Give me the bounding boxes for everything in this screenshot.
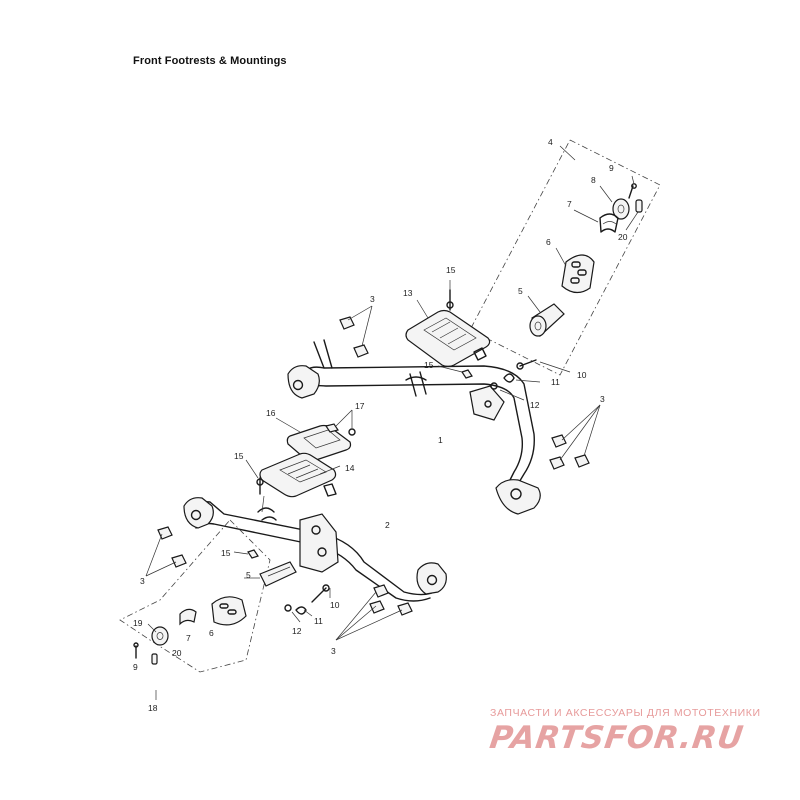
callout-3: 3 — [140, 576, 145, 586]
bolts-3-lower-right — [335, 584, 413, 641]
assembly-4-box — [469, 139, 661, 376]
footrest-assembly-upper — [527, 175, 643, 338]
hardware-upper-mid — [437, 359, 571, 401]
callout-11: 11 — [314, 616, 323, 626]
callout-1: 1 — [438, 435, 443, 445]
heel-plate-13 — [405, 280, 491, 368]
callout-4: 4 — [548, 137, 553, 147]
callout-10: 10 — [577, 370, 587, 380]
callout-18: 18 — [148, 703, 158, 713]
callout-11: 11 — [551, 377, 560, 387]
callout-12: 12 — [292, 626, 302, 636]
footrest-bar-2 — [183, 495, 447, 602]
callout-3: 3 — [331, 646, 336, 656]
callout-19: 19 — [133, 618, 143, 628]
bolts-3-upper-left — [339, 305, 373, 358]
diagram-title: Front Footrests & Mountings — [133, 55, 287, 67]
callout-16: 16 — [266, 408, 276, 418]
hardware-lower-mid — [233, 549, 331, 623]
callout-6: 6 — [546, 237, 551, 247]
callout-7: 7 — [567, 199, 572, 209]
footrest-bar-1 — [287, 339, 541, 515]
callout-15: 15 — [234, 451, 244, 461]
callout-5: 5 — [246, 570, 251, 580]
watermark-logo: PARTSFOR.RU — [487, 720, 747, 756]
callout-20: 20 — [618, 232, 628, 242]
callout-17: 17 — [355, 401, 365, 411]
callout-3: 3 — [370, 294, 375, 304]
callout-12: 12 — [530, 400, 540, 410]
callout-9: 9 — [133, 662, 138, 672]
heel-plate-14 — [245, 452, 341, 498]
callout-5: 5 — [518, 286, 523, 296]
callout-14: 14 — [345, 463, 355, 473]
callout-3: 3 — [600, 394, 605, 404]
bolts-3-upper-right — [549, 404, 601, 470]
callout-15: 15 — [221, 548, 231, 558]
callout-2: 2 — [385, 520, 390, 530]
callout-7: 7 — [186, 633, 191, 643]
heel-plate-16 — [275, 409, 356, 462]
callout-10: 10 — [330, 600, 340, 610]
callout-8: 8 — [591, 175, 596, 185]
callout-13: 13 — [403, 288, 413, 298]
callout-15: 15 — [424, 360, 434, 370]
callout-15: 15 — [446, 265, 456, 275]
callout-6: 6 — [209, 628, 214, 638]
watermark-tagline: ЗАПЧАСТИ И АКСЕССУАРЫ ДЛЯ МОТОТЕХНИКИ — [490, 707, 761, 719]
callout-20: 20 — [172, 648, 182, 658]
callout-9: 9 — [609, 163, 614, 173]
footrest-assembly-lower — [119, 519, 297, 700]
bolts-3-lower-left — [145, 526, 187, 577]
